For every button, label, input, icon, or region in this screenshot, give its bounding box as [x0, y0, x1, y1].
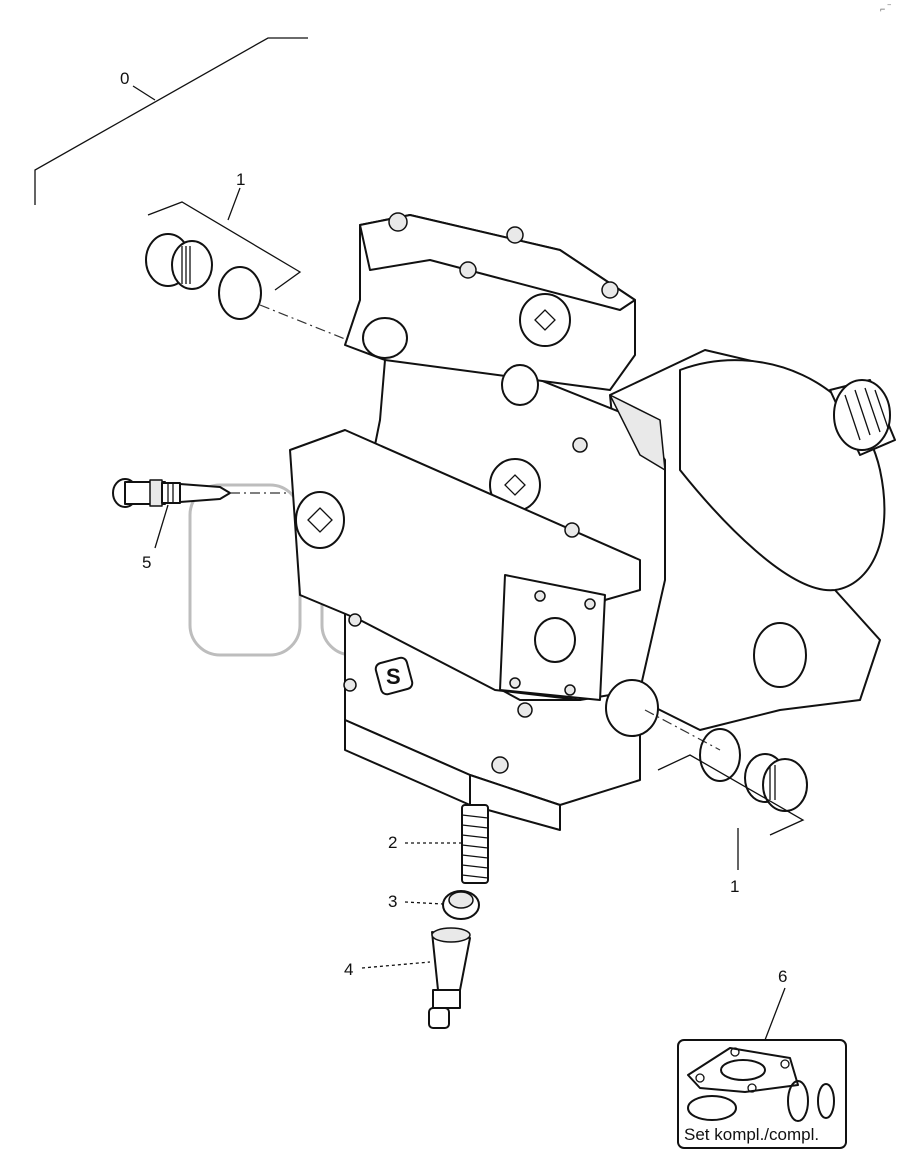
hydraulic-motor: S [289, 212, 896, 831]
callout-1-top: 1 [236, 170, 245, 189]
flange-mount-hole [753, 622, 807, 688]
seal-kit-box: Set kompl./compl. [677, 987, 847, 1149]
plug-bottom [744, 753, 808, 812]
corner-mark: ⌐ ‾ [880, 4, 892, 14]
callout-0-leader [34, 37, 308, 205]
spring-part-2 [405, 804, 489, 884]
callout-4: 4 [344, 960, 353, 979]
kit-o-ring-medium [787, 1080, 809, 1122]
kit-o-ring-small [817, 1083, 835, 1119]
s-logo: S [374, 656, 414, 696]
plunger-part-4 [361, 927, 471, 1029]
o-ring-top [218, 266, 262, 320]
plug-top [145, 233, 213, 290]
seal-part-3 [404, 890, 480, 920]
plug-assembly-bottom [605, 679, 808, 870]
kit-label: Set kompl./compl. [684, 1125, 819, 1144]
callout-1-bottom: 1 [730, 877, 739, 896]
callout-0: 0 [120, 69, 129, 88]
callout-5: 5 [142, 553, 151, 572]
o-ring-bottom [699, 728, 741, 782]
callout-2: 2 [388, 833, 397, 852]
plug-assembly-top [145, 187, 361, 346]
callout-6: 6 [778, 967, 787, 986]
callout-3: 3 [388, 892, 397, 911]
kit-o-ring-large [687, 1095, 737, 1121]
lower-port [605, 679, 659, 737]
splined-shaft [829, 379, 896, 456]
svg-text:S: S [386, 664, 401, 689]
kit-gasket-icon [687, 1047, 799, 1093]
fitting-part-5 [112, 478, 290, 549]
